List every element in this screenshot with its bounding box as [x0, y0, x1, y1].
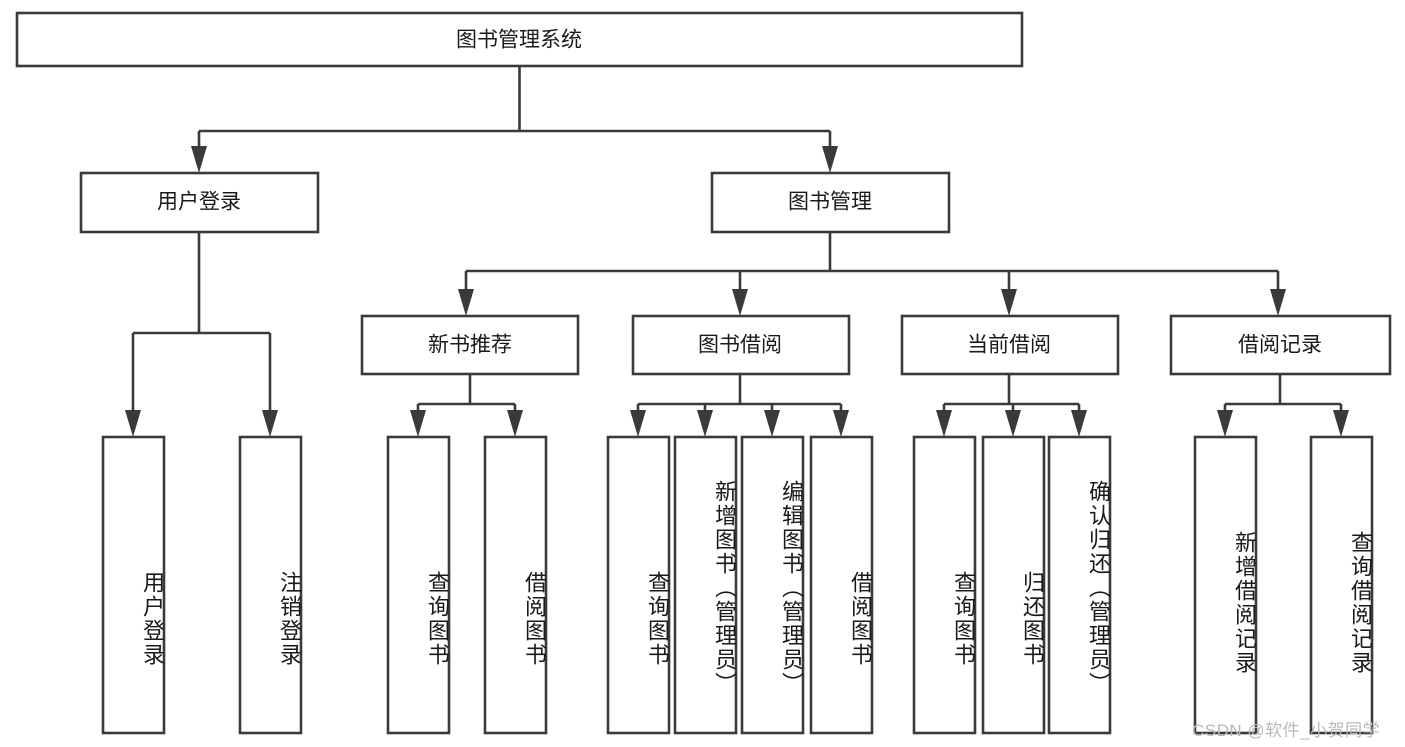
arrow-head-leaf-borrow-book-2 — [833, 410, 849, 437]
connector-group-book-borrow — [630, 374, 849, 437]
arrow-head-leaf-query-book-2 — [630, 410, 646, 437]
connector-group-user-login — [125, 232, 278, 437]
arrow-head-book-borrow — [732, 289, 748, 316]
node-leaf-borrow-book-2[interactable] — [809, 435, 874, 735]
node-leaf-query-record[interactable] — [1309, 435, 1374, 735]
node-book-management-label: 图书管理 — [788, 191, 872, 214]
node-leaf-add-record[interactable] — [1193, 435, 1258, 735]
node-leaf-query-book-3[interactable] — [912, 435, 977, 735]
node-book-borrow-label: 图书借阅 — [698, 334, 782, 357]
connector-group-root — [191, 66, 838, 173]
node-new-book-recommend-label: 新书推荐 — [428, 334, 512, 357]
node-leaf-user-login[interactable] — [101, 435, 166, 735]
node-current-borrow-label: 当前借阅 — [967, 334, 1051, 357]
node-root-label: 图书管理系统 — [456, 29, 582, 52]
node-borrow-record-label: 借阅记录 — [1238, 334, 1322, 357]
node-current-borrow[interactable] — [900, 314, 1120, 376]
node-user-login-label: 用户登录 — [157, 191, 241, 214]
arrow-head-current-borrow — [1001, 289, 1017, 316]
connector-group-current-borrow — [936, 374, 1087, 437]
node-book-management[interactable] — [710, 171, 951, 234]
connector-group-book-management — [458, 232, 1286, 316]
arrow-head-leaf-query-book-3 — [936, 410, 952, 437]
node-leaf-user-logout[interactable] — [238, 435, 303, 735]
arrow-head-leaf-add-record — [1217, 410, 1233, 437]
node-leaf-query-book-2[interactable] — [606, 435, 671, 735]
node-leaf-edit-book[interactable] — [740, 435, 805, 735]
node-leaf-add-book[interactable] — [673, 435, 738, 735]
node-leaf-query-book-1[interactable] — [386, 435, 451, 735]
arrow-head-leaf-edit-book — [764, 410, 780, 437]
arrow-head-leaf-query-record — [1333, 410, 1349, 437]
connector-group-borrow-record — [1217, 374, 1349, 437]
node-user-login[interactable] — [79, 171, 320, 234]
arrow-head-leaf-add-book — [697, 410, 713, 437]
node-borrow-record[interactable] — [1169, 314, 1392, 376]
arrow-head-leaf-borrow-book-1 — [507, 410, 523, 437]
arrow-head-leaf-confirm-return — [1071, 410, 1087, 437]
arrow-head-user-login — [191, 146, 207, 173]
arrow-head-borrow-record — [1270, 289, 1286, 316]
arrow-head-book-management — [822, 146, 838, 173]
arrow-head-leaf-user-logout — [262, 410, 278, 437]
csdn-watermark: CSDN @软件_小贺同学 — [1192, 721, 1381, 740]
node-book-borrow[interactable] — [631, 314, 851, 376]
node-root[interactable] — [15, 11, 1024, 68]
arrow-head-leaf-query-book-1 — [410, 410, 426, 437]
connector-group-new-book-recommend — [410, 374, 523, 437]
node-leaf-return-book[interactable] — [981, 435, 1046, 735]
node-leaf-confirm-return[interactable] — [1047, 435, 1112, 735]
arrow-head-new-book-recommend — [458, 289, 474, 316]
arrow-head-leaf-user-login — [125, 410, 141, 437]
node-leaf-borrow-book-1[interactable] — [483, 435, 548, 735]
arrow-head-leaf-return-book — [1005, 410, 1021, 437]
node-new-book-recommend[interactable] — [360, 314, 580, 376]
